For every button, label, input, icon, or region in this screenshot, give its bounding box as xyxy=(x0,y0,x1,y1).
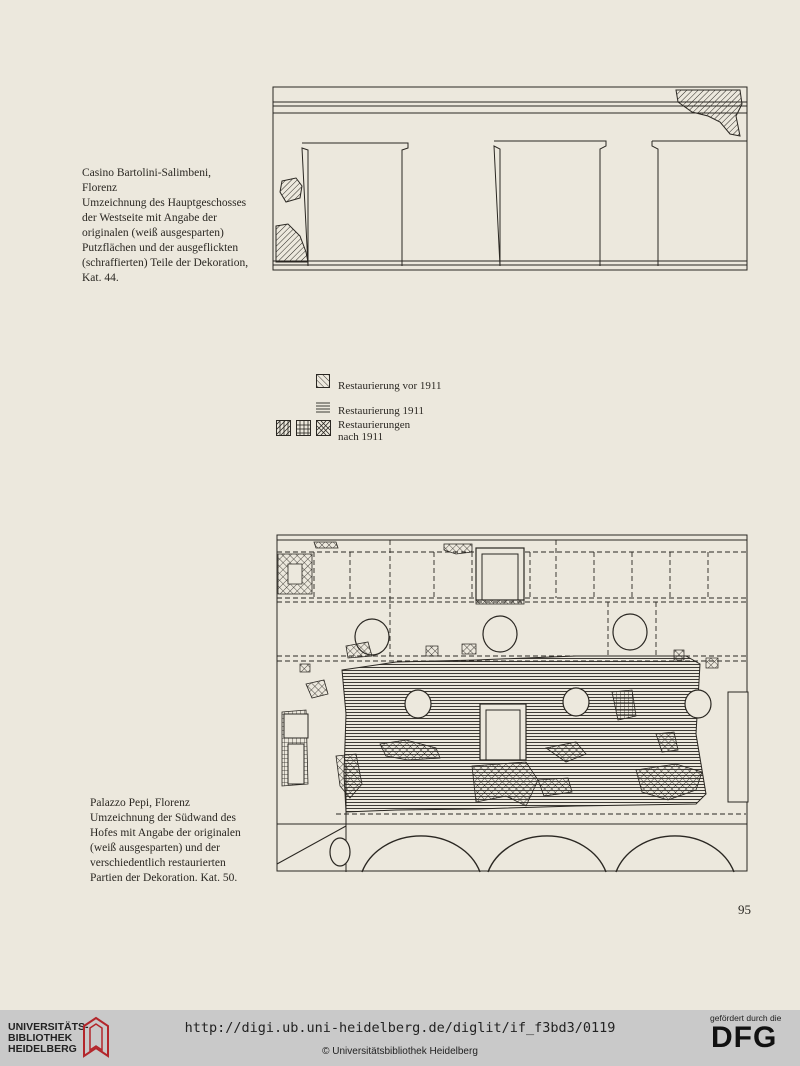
logo-line: UNIVERSITÄTS- xyxy=(8,1021,89,1033)
legend: Restaurierung vor 1911 Restaurierung 191… xyxy=(276,374,476,454)
caption-line: Umzeichnung der Südwand des xyxy=(90,812,236,824)
ub-heidelberg-logo-text[interactable]: UNIVERSITÄTS- BIBLIOTHEK HEIDELBERG xyxy=(8,1022,89,1055)
ub-heidelberg-logo-icon[interactable] xyxy=(80,1016,112,1060)
legend-label-1911: Restaurierung 1911 xyxy=(338,405,425,417)
legend-label-after-1911-line1: Restaurierungen xyxy=(338,419,411,431)
dfg-tagline: gefördert durch die xyxy=(710,1013,782,1023)
caption-line: (weiß ausgesparten) und der xyxy=(90,842,220,854)
casino-drawing xyxy=(272,86,748,271)
logo-line: HEIDELBERG xyxy=(8,1043,77,1055)
caption-line: Kat. 44. xyxy=(82,272,119,284)
caption-line: Putzflächen und der ausgeflickten xyxy=(82,242,239,254)
palazzo-pepi-drawing xyxy=(276,534,749,873)
caption-line: Partien der Dekoration. Kat. 50. xyxy=(90,872,238,884)
caption-line: Palazzo Pepi, Florenz xyxy=(90,797,190,809)
legend-swatch-after-1911 xyxy=(276,420,331,436)
caption-line: verschiedentlich restaurierten xyxy=(90,857,226,869)
caption-line: Hofes mit Angabe der originalen xyxy=(90,827,241,839)
copyright-notice: © Universitätsbibliothek Heidelberg xyxy=(322,1046,478,1057)
legend-swatch-horizontal xyxy=(316,400,330,414)
page-number: 95 xyxy=(738,902,751,917)
legend-label-before-1911: Restaurierung vor 1911 xyxy=(338,380,442,392)
logo-line: BIBLIOTHEK xyxy=(8,1032,73,1044)
caption-casino: Casino Bartolini-Salimbeni, Florenz Umze… xyxy=(82,166,248,286)
dfg-logo[interactable]: DFG xyxy=(711,1021,778,1054)
caption-line: der Westseite mit Angabe der xyxy=(82,212,217,224)
legend-swatch-diagonal xyxy=(316,374,330,388)
caption-line: originalen (weiß ausgesparten) xyxy=(82,227,224,239)
scanned-page: Casino Bartolini-Salimbeni, Florenz Umze… xyxy=(82,86,751,917)
caption-line: Umzeichnung des Hauptgeschosses xyxy=(82,197,247,209)
caption-line: Florenz xyxy=(82,182,118,194)
permalink-url[interactable]: http://digi.ub.uni-heidelberg.de/diglit/… xyxy=(184,1020,616,1036)
caption-line: Casino Bartolini-Salimbeni, xyxy=(82,167,212,179)
caption-palazzo-pepi: Palazzo Pepi, Florenz Umzeichnung der Sü… xyxy=(90,796,241,886)
caption-line: (schraffierten) Teile der Dekoration, xyxy=(82,257,249,269)
legend-label-after-1911-line2: nach 1911 xyxy=(338,431,384,443)
footer-bar xyxy=(0,1010,800,1066)
